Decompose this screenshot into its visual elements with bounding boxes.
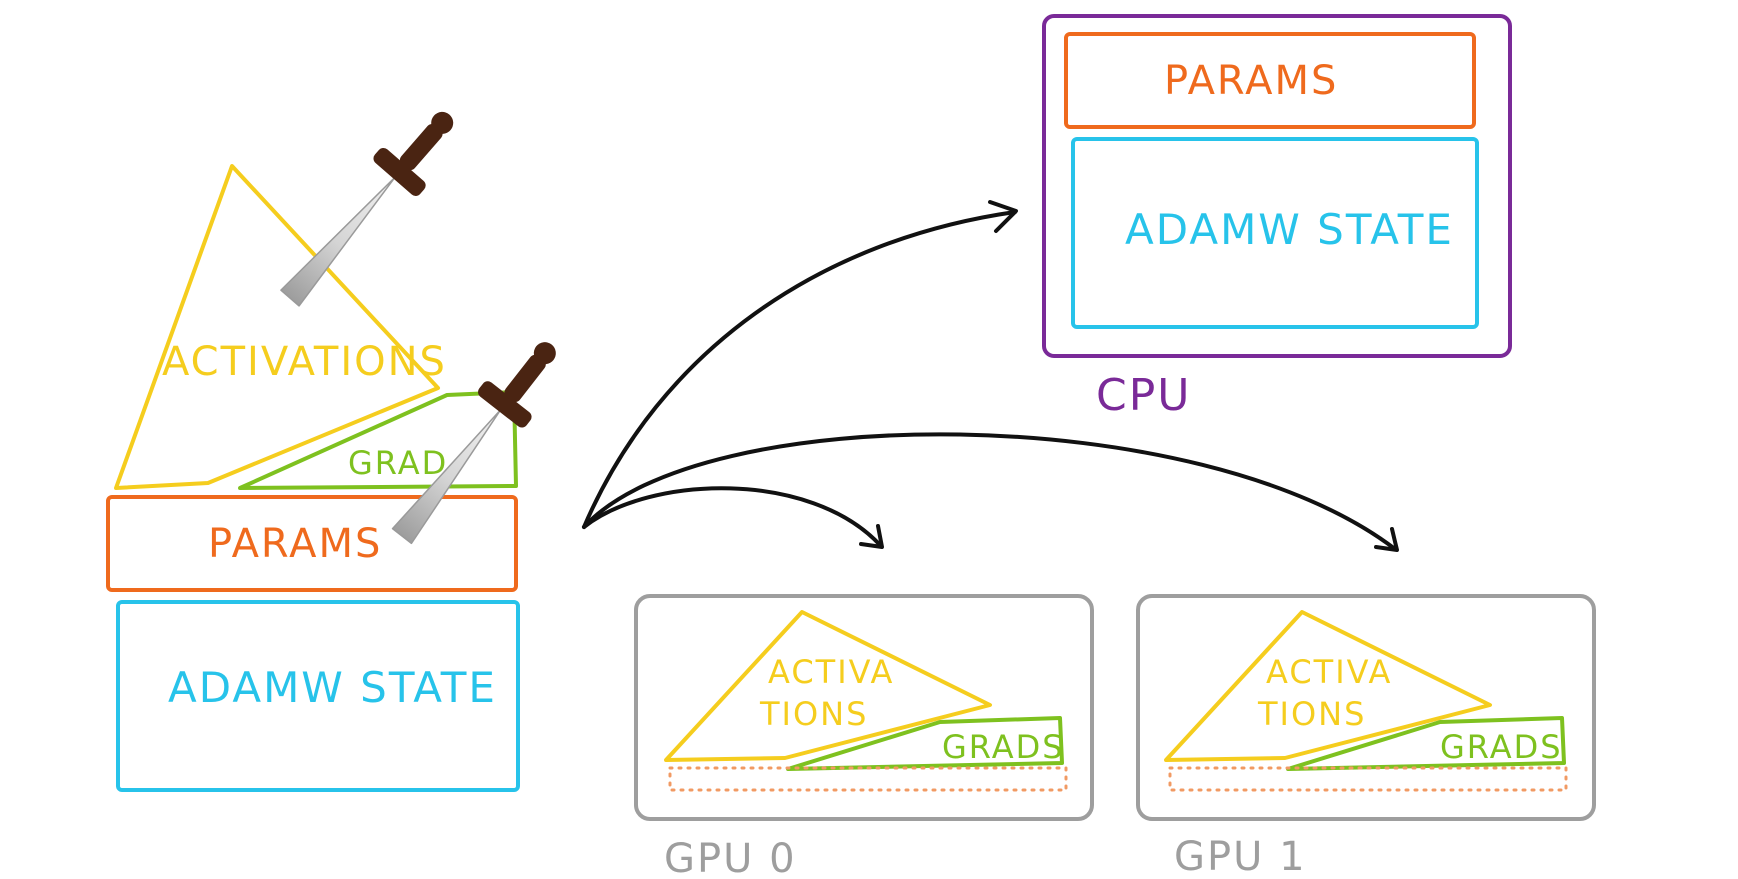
cpu-device: PARAMS ADAMW STATE CPU xyxy=(1042,14,1512,421)
left-params-label: PARAMS xyxy=(208,521,382,567)
gpu0-frame xyxy=(634,594,1094,821)
left-adamw-state-box xyxy=(116,600,520,792)
cpu-frame xyxy=(1042,14,1512,358)
gpu1-grads-shape xyxy=(1286,716,1566,771)
left-grads-label: GRAD xyxy=(348,444,448,482)
dagger-icon xyxy=(280,111,454,307)
gpu1-device: ACTIVA TIONS GRADS GPU 1 xyxy=(1136,594,1596,879)
gpu0-activations-label-line2: TIONS xyxy=(759,695,868,733)
gpu0-activations-shape xyxy=(664,610,992,762)
left-activations-shape xyxy=(114,164,440,490)
gpu1-grads-label: GRADS xyxy=(1440,728,1563,766)
offload-arrows xyxy=(582,200,1399,552)
left-memory-stack: ACTIVATIONS GRAD PARAMS ADAMW STATE xyxy=(106,164,520,792)
gpu1-activations-label-line2: TIONS xyxy=(1257,695,1366,733)
gpu0-activations-label-line1: ACTIVA xyxy=(768,653,894,691)
arrow-head-gpu1 xyxy=(1374,527,1399,552)
gpu1-activations-label-line1: ACTIVA xyxy=(1266,653,1392,691)
cpu-device-label: CPU xyxy=(1096,370,1191,421)
arrow-head-gpu0 xyxy=(859,524,884,549)
arrow-head-cpu xyxy=(988,200,1018,233)
gpu0-params-shard xyxy=(668,766,1068,792)
arrow-to-gpu1 xyxy=(582,432,1397,551)
gpu1-activations-shape xyxy=(1164,610,1492,762)
gpu0-grads-shape xyxy=(786,716,1064,771)
arrow-to-gpu0 xyxy=(582,486,882,547)
gpu0-grads-label: GRADS xyxy=(942,728,1065,766)
dagger-icon xyxy=(391,342,556,545)
gpu1-params-shard xyxy=(1168,766,1568,792)
gpu0-device: ACTIVA TIONS GRADS GPU 0 xyxy=(634,594,1094,879)
arrow-to-cpu xyxy=(582,210,1017,529)
left-adamw-state-label: ADAMW STATE xyxy=(168,663,497,712)
cpu-params-box xyxy=(1064,32,1476,129)
gpu1-frame xyxy=(1136,594,1596,821)
cpu-params-label: PARAMS xyxy=(1164,58,1338,104)
cpu-adamw-state-box xyxy=(1071,137,1479,329)
left-params-box xyxy=(106,495,518,592)
cpu-adamw-state-label: ADAMW STATE xyxy=(1125,205,1454,254)
left-activations-label: ACTIVATIONS xyxy=(162,339,447,385)
gpu0-device-label: GPU 0 xyxy=(664,836,797,879)
gpu1-device-label: GPU 1 xyxy=(1174,834,1307,879)
